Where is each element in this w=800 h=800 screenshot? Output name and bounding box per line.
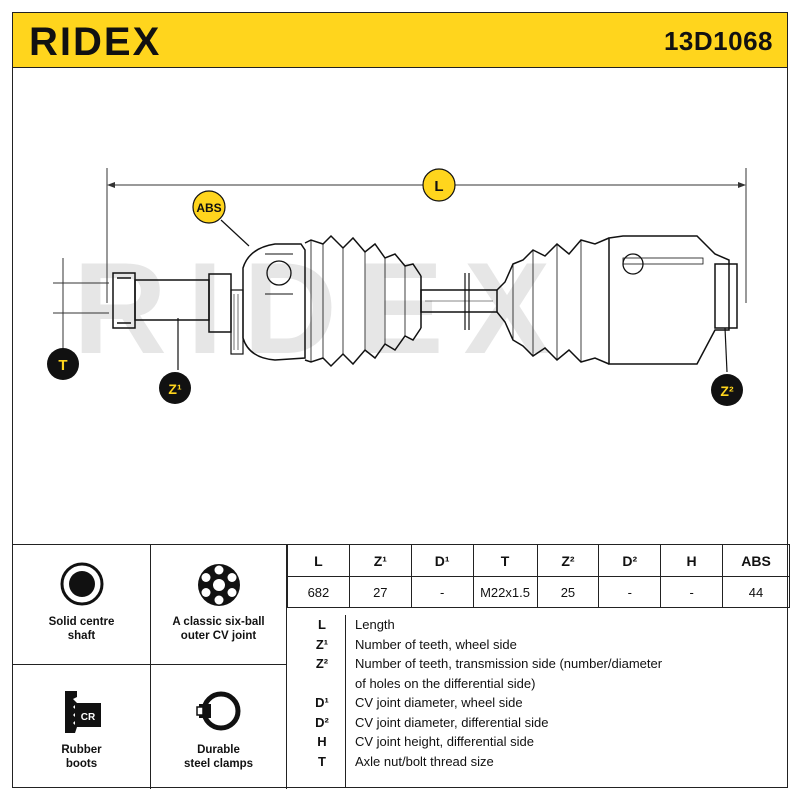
brand-text: RIDEX [29,22,161,60]
spec-value: - [410,576,474,608]
length-label: L [434,178,443,195]
legend-row: D¹ CV joint diameter, wheel side [299,695,789,715]
legend-text: Number of teeth, wheel side [355,636,517,652]
legend-key: Z² [315,656,329,671]
legend-row: L Length [299,617,789,637]
length-callout: L [422,168,456,202]
z2-callout: Z² [711,374,743,406]
spec-header: D² [598,544,662,577]
spec-value: - [598,576,662,608]
spec-header-row: L Z¹ D¹ T Z² D² H ABS [287,544,790,577]
spec-header: Z² [536,544,600,577]
spec-value: 682 [287,576,350,608]
spec-value: 27 [348,576,412,608]
spec-header: ABS [722,544,790,577]
feature-rubber-boots: CR Rubber boots [13,665,151,789]
spec-value: 44 [722,576,790,608]
thread-label: T [58,357,67,374]
steel-clamp-icon [195,691,240,731]
spec-section: Solid centre shaft A classic six-ball oute… [12,544,790,789]
legend-text: CV joint height, differential side [355,734,534,749]
z2-label: Z² [720,383,734,399]
feature-steel-clamps: Durable steel clamps [151,665,287,789]
watermark-text: RIDEX [73,235,570,381]
spec-value: 25 [536,576,600,608]
legend-text: Axle nut/bolt thread size [355,753,494,769]
spec-value-row: 682 27 - M22x1.5 25 - - 44 [287,576,790,608]
abs-label: ABS [196,201,221,215]
z1-callout: Z¹ [159,372,191,404]
spec-header: D¹ [410,544,474,577]
feature-label-line2: steel clamps [183,758,254,770]
legend-row: Z¹ Number of teeth, wheel side [299,637,789,657]
legend-key: Z¹ [315,636,329,652]
feature-label-line1: Durable [197,744,240,756]
feature-solid-shaft: Solid centre shaft [13,545,151,665]
wheel-side-stub [112,272,232,333]
rubber-boot-icon: CR [64,691,101,733]
spec-header: Z¹ [348,544,412,577]
legend-row: Z² Number of teeth, transmission side (nu… [299,656,789,676]
spec-value: - [660,576,724,608]
feature-six-ball-joint: A classic six-ball outer CV joint [151,545,287,665]
spec-header: L [287,544,350,577]
legend-key: T [318,753,326,769]
abs-callout: ABS [192,190,226,224]
spec-header: T [472,544,538,577]
cr-badge-text: CR [80,712,95,723]
legend-key: H [317,734,327,749]
thread-callout: T [47,348,79,380]
legend-row: T Axle nut/bolt thread size [299,754,789,774]
legend-text: CV joint diameter, wheel side [355,695,523,710]
feature-label-line1: A classic six-ball [172,616,265,628]
feature-label-line1: Rubber [61,744,102,756]
drawing-frame: RIDEX [12,67,788,545]
feature-label-line2: boots [65,758,98,770]
inner-boot [496,237,610,365]
solid-shaft-icon [60,562,103,606]
legend-row: D² CV joint diameter, differential side [299,715,789,735]
part-number: 13D1068 [663,26,773,56]
drive-shaft-drawing: RIDEX [47,168,747,406]
legend-key: D² [315,714,329,730]
centre-shaft [420,273,498,330]
legend-text: Length [355,617,395,632]
legend-text: CV joint diameter, differential side [355,714,549,730]
ridex-logo: RIDEX [29,22,161,60]
header-bar: RIDEX 13D1068 [12,12,788,68]
legend-text: Number of teeth, transmission side (numb… [355,656,663,671]
feature-label-line1: Solid centre [48,616,115,628]
feature-label-line2: shaft [67,630,96,642]
legend-row: of holes on the differential side) [299,676,789,696]
legend-row: H CV joint height, differential side [299,734,789,754]
spec-table: L Z¹ D¹ T Z² D² H ABS 682 27 - M22x1.5 2… [287,544,790,608]
legend-text: of holes on the differential side) [355,675,536,691]
inner-cv-housing [608,235,738,365]
outer-cv-housing [242,243,306,361]
z1-label: Z¹ [168,381,182,397]
spec-value: M22x1.5 [472,576,538,608]
feature-label-line2: outer CV joint [180,630,257,642]
legend-key: D¹ [315,695,329,710]
legend-key: L [318,617,326,632]
legend: L Length Z¹ Number of teeth, wheel side Z²… [299,615,789,787]
spec-header: H [660,544,724,577]
legend-divider [345,615,346,787]
six-ball-joint-icon [197,564,240,606]
